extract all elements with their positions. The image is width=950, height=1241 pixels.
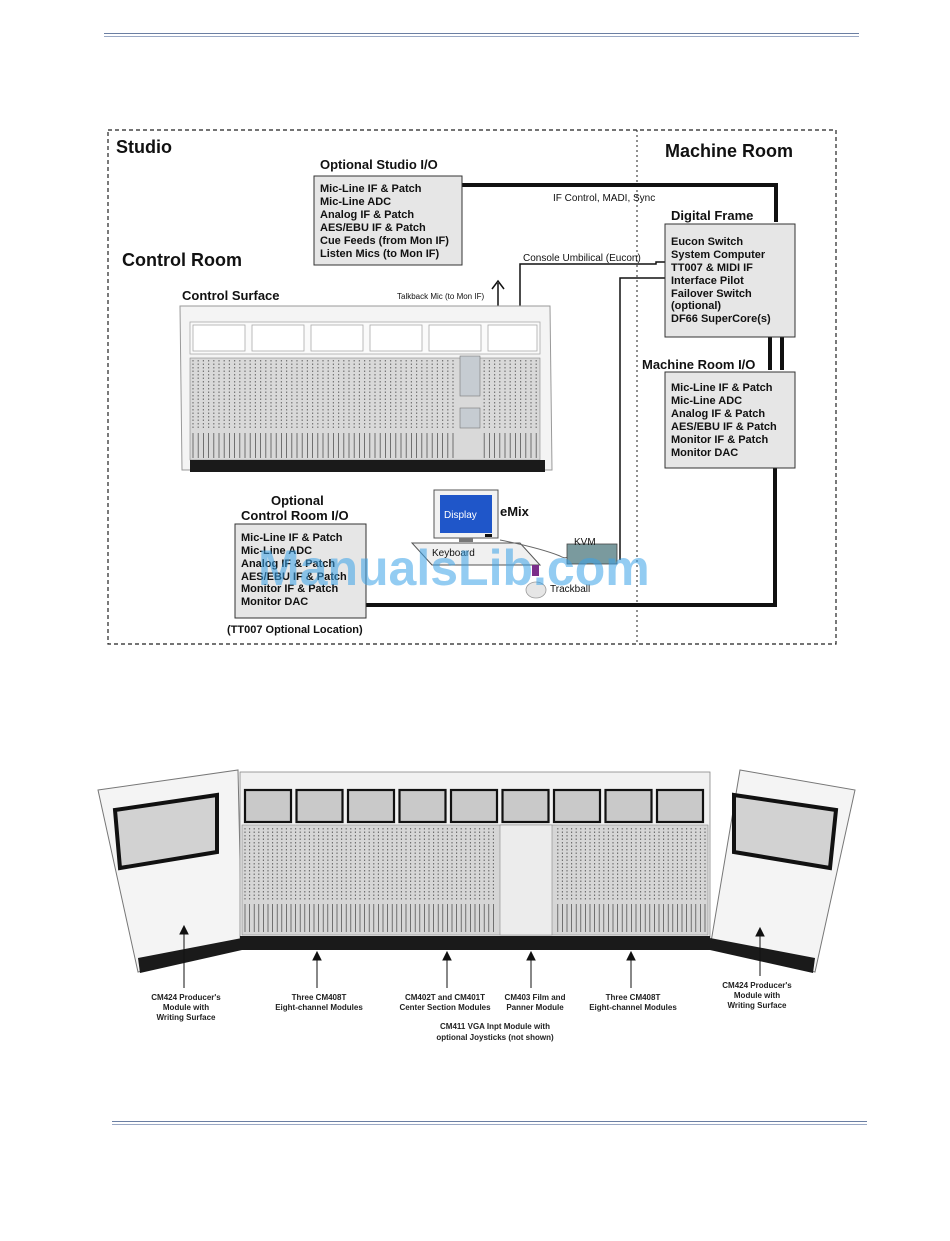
callout-cm402t-2: Center Section Modules [399, 1003, 491, 1012]
callout-cm424-right-3: Writing Surface [728, 1001, 788, 1010]
callout-cm411-1: CM411 VGA Inpt Module with [440, 1022, 550, 1031]
control-room-io-item: Analog IF & Patch [241, 558, 335, 570]
studio-io-item: Cue Feeds (from Mon IF) [320, 235, 449, 247]
control-surface-image [179, 305, 553, 472]
callout-arrows [179, 924, 765, 988]
control-room-io-item: Monitor IF & Patch [241, 583, 338, 595]
keyboard [410, 542, 542, 566]
meter-bridge [243, 788, 705, 824]
machine-room-io-item: Monitor IF & Patch [671, 434, 768, 446]
digital-frame-item: DF66 SuperCore(s) [671, 313, 771, 325]
control-room-io-item: Mic-Line IF & Patch [241, 532, 343, 544]
emix-label: eMix [500, 504, 530, 519]
control-room-io-item: Mic-Line ADC [241, 545, 312, 557]
control-room-io-title-1: Optional [271, 493, 324, 508]
callout-cm424-right-1: CM424 Producer's [722, 981, 792, 990]
display-label: Display [444, 510, 477, 521]
studio-io-item: Mic-Line ADC [320, 196, 391, 208]
studio-io-item: AES/EBU IF & Patch [320, 222, 426, 234]
digital-frame-item: Failover Switch [671, 288, 752, 300]
bottom-rule-thin [112, 1124, 867, 1125]
machine-room-io-item: AES/EBU IF & Patch [671, 421, 777, 433]
control-room-io-note: (TT007 Optional Location) [227, 624, 363, 636]
callout-cm424-left-1: CM424 Producer's [151, 993, 221, 1002]
digital-frame-title: Digital Frame [671, 208, 753, 223]
top-rule [104, 33, 859, 34]
zone-studio: Studio [116, 137, 172, 157]
control-surface-label: Control Surface [182, 288, 280, 303]
machine-room-io-item: Mic-Line ADC [671, 395, 742, 407]
callout-cm408t-left-2: Eight-channel Modules [275, 1003, 363, 1012]
callout-cm408t-right-2: Eight-channel Modules [589, 1003, 677, 1012]
studio-io-box [313, 175, 463, 266]
zone-control-room: Control Room [122, 250, 242, 270]
machine-room-io-title: Machine Room I/O [642, 357, 755, 372]
top-rule-thin [104, 36, 859, 37]
studio-io-title: Optional Studio I/O [320, 157, 438, 172]
digital-frame-item: TT007 & MIDI IF [671, 262, 753, 274]
connection-lines [366, 183, 784, 607]
callout-cm411-2: optional Joysticks (not shown) [436, 1033, 554, 1042]
display-screen [440, 495, 492, 533]
callout-cm424-left-2: Module with [163, 1003, 209, 1012]
digital-frame-box [664, 223, 796, 338]
callout-cm403-2: Panner Module [506, 1003, 564, 1012]
kvm-box [566, 543, 618, 565]
console-umbilical-label: Console Umbilical (Eucon) [523, 253, 641, 264]
machine-room-io-item: Mic-Line IF & Patch [671, 382, 773, 394]
machine-room-io-item: Monitor DAC [671, 447, 738, 459]
kvm-label: KVM [574, 537, 596, 548]
emix-workstation [410, 489, 618, 599]
console-illustration [97, 769, 856, 973]
console-channel-strips [244, 828, 706, 932]
control-room-io-box [234, 523, 367, 619]
digital-frame-item: System Computer [671, 249, 766, 261]
machine-room-io-box [664, 371, 796, 469]
trackball-label: Trackball [550, 584, 590, 595]
callout-cm402t-1: CM402T and CM401T [405, 993, 485, 1002]
callout-cm408t-left-1: Three CM408T [292, 993, 347, 1002]
channel-strips [192, 360, 537, 458]
bottom-rule [112, 1121, 867, 1122]
callout-cm424-left-3: Writing Surface [157, 1013, 217, 1022]
zone-machine-room: Machine Room [665, 141, 793, 161]
watermark: ManualsLib.com [258, 540, 650, 596]
studio-io-item: Listen Mics (to Mon IF) [320, 248, 439, 260]
control-room-io-title-2: Control Room I/O [241, 508, 349, 523]
callout-cm424-right-2: Module with [734, 991, 780, 1000]
trackball [525, 581, 547, 599]
studio-boundary [107, 129, 837, 645]
studio-io-item: Mic-Line IF & Patch [320, 183, 422, 195]
digital-frame-item: (optional) [671, 300, 721, 312]
digital-frame-item: Eucon Switch [671, 236, 743, 248]
callout-cm408t-right-1: Three CM408T [606, 993, 661, 1002]
digital-frame-item: Interface Pilot [671, 275, 744, 287]
if-control-label: IF Control, MADI, Sync [553, 193, 655, 204]
machine-room-io-item: Analog IF & Patch [671, 408, 765, 420]
studio-io-item: Analog IF & Patch [320, 209, 414, 221]
keyboard-label: Keyboard [432, 548, 475, 559]
talkback-label: Talkback Mic (to Mon IF) [397, 292, 484, 301]
control-room-io-item: AES/EBU IF & Patch [241, 571, 347, 583]
control-room-io-item: Monitor DAC [241, 596, 308, 608]
callout-cm403-1: CM403 Film and [505, 993, 566, 1002]
